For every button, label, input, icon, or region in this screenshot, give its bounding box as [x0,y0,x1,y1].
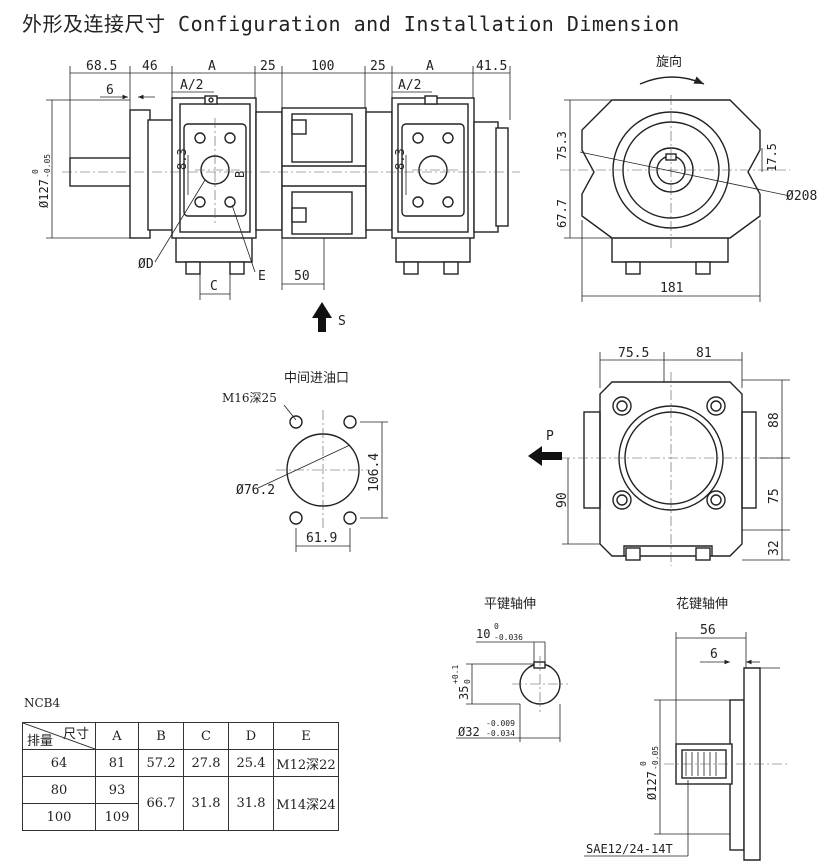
dim-75-3: 75.3 [555,131,569,160]
cell-b: 66.7 [138,776,184,831]
inlet-width: 61.9 [306,531,337,546]
dim-a-half-right: A/2 [398,78,421,93]
spline-spec: SAE12/24-14T [586,842,673,856]
dim-100: 100 [311,59,334,74]
rotation-label: 旋向 [656,54,682,70]
shaft-dia-tol-upper: -0.009 [486,719,515,728]
cell-disp: 100 [22,803,96,831]
cell-disp: 80 [22,776,96,804]
label-p: P [546,429,554,444]
dim-a-left: A [208,59,216,74]
dim-32: 32 [767,540,782,556]
dim-68-5: 68.5 [86,59,117,74]
shaft-height-tol-lower: 0 [463,679,472,684]
dim-81: 81 [696,346,712,361]
cell-disp: 64 [22,749,96,777]
shaft-height-tol-upper: +0.1 [451,665,460,684]
dim-46: 46 [142,59,158,74]
cell-a: 81 [95,749,139,777]
dim-8-3-right: 8.3 [393,148,407,170]
shaft-dia: Ø32 [458,725,480,739]
rotation-arrow-icon [639,76,705,85]
key-width: 10 [476,627,490,641]
header-a: A [95,722,139,750]
dim-208: Ø208 [786,189,817,204]
outlet-view: 75.5 81 P 90 88 75 32 [528,346,790,566]
spline-dia-tol-lower: -0.05 [651,746,660,770]
spline-dia: Ø127 [645,771,659,800]
dim-a-right: A [426,59,434,74]
dim-127-tol-upper: 0 [31,169,40,174]
header-c: C [183,722,229,750]
shaft-height: 35 [457,686,471,700]
cell-e: M12深22 [273,749,339,777]
cell-e: M14深24 [273,776,339,831]
pressure-arrow-icon [528,446,562,466]
dim-25-left: 25 [260,59,276,74]
shaft-dia-tol-lower: -0.034 [486,729,515,738]
label-b: B [233,171,247,178]
inlet-thread: M16深25 [222,391,277,405]
cell-b: 57.2 [138,749,184,777]
inlet-diameter: Ø76.2 [236,483,275,498]
dim-41-5: 41.5 [476,59,507,74]
cell-a: 109 [95,803,139,831]
table-label: NCB4 [24,696,61,710]
dim-75-5: 75.5 [618,346,649,361]
dim-90: 90 [555,492,570,508]
dim-6: 6 [106,83,114,98]
corner-bottom-label: 排量 [27,734,54,749]
suction-arrow-icon [312,302,332,332]
inlet-port-title: 中间进油口 [284,371,349,386]
flat-key-shaft-view: 平键轴伸 10 0 -0.036 35 +0.1 0 Ø32 -0.009 -0… [451,597,568,742]
inlet-height: 106.4 [367,453,382,492]
dim-181: 181 [660,281,683,296]
header-b: B [138,722,184,750]
dim-6-spline: 6 [710,647,718,662]
dim-17-5: 17.5 [765,143,779,172]
side-view: 旋向 75.3 67.7 17.5 Ø208 181 [555,54,817,302]
page-title: 外形及连接尺寸 Configuration and Installation D… [22,12,680,36]
dim-8-3-left: 8.3 [175,148,189,170]
dim-127-tol-lower: -0.05 [43,154,52,178]
cell-d: 31.8 [228,776,274,831]
table-row: 80 93 66.7 31.8 31.8 M14深24 [22,776,339,831]
key-width-tol-lower: -0.036 [494,633,523,642]
table-row: 64 81 57.2 27.8 25.4 M12深22 [22,749,339,777]
dim-a-half-left: A/2 [180,78,203,93]
cell-c: 27.8 [183,749,229,777]
dim-50: 50 [294,269,310,284]
corner-top-label: 尺寸 [62,727,89,742]
spline-dia-tol-upper: 0 [639,761,648,766]
header-d: D [228,722,274,750]
key-width-tol-upper: 0 [494,622,499,631]
spline-shaft-view: 花键轴伸 56 6 Ø127 0 -0.05 SA [584,596,790,861]
inlet-port-view: 中间进油口 M16深25 Ø76.2 106.4 61.9 [222,371,388,552]
table-row: 100 109 [22,803,339,831]
dim-75: 75 [767,488,782,504]
cell-d: 25.4 [228,749,274,777]
dim-127: Ø127 [37,179,51,208]
cell-c: 31.8 [183,776,229,831]
dim-25-right: 25 [370,59,386,74]
dim-88: 88 [767,412,782,428]
table-corner-cell: 尺寸 排量 [22,722,96,750]
label-d: ØD [138,257,154,272]
table-header-row: 尺寸 排量 A B C D E [22,722,339,750]
spline-title: 花键轴伸 [676,596,728,612]
label-e: E [258,269,266,284]
spec-table: 尺寸 排量 A B C D E 64 81 57.2 27.8 25.4 M12… [22,722,339,831]
header-e: E [273,722,339,750]
cell-a: 93 [95,776,139,804]
label-s: S [338,314,346,329]
flat-key-title: 平键轴伸 [484,597,536,612]
front-view: 68.5 46 A 25 100 25 A 41.5 A/2 A/2 6 Ø12… [31,59,520,332]
dim-56: 56 [700,623,716,638]
dim-67-7: 67.7 [555,199,569,228]
label-c: C [210,279,218,294]
